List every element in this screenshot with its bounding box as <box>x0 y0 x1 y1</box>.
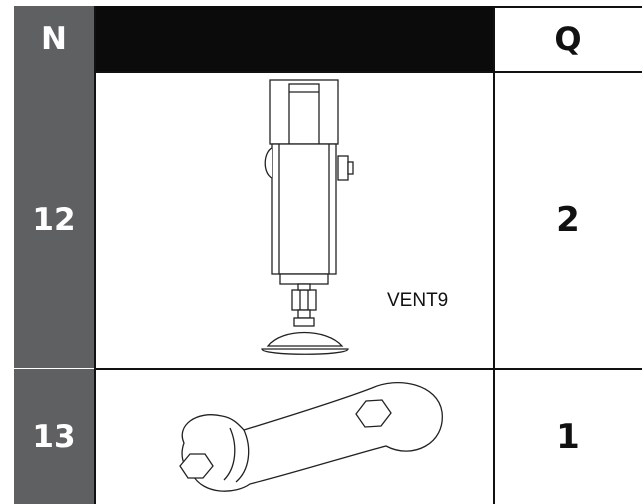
column-divider-right <box>493 6 495 504</box>
top-border <box>494 6 642 8</box>
header-number: N <box>14 6 94 72</box>
row-12-number-cell: 12 <box>14 72 94 368</box>
part-code-label: VENT9 <box>387 290 449 311</box>
row-quantity: 2 <box>556 200 580 240</box>
header-quantity: Q <box>494 6 642 72</box>
row-quantity: 1 <box>556 416 580 457</box>
row-13-number-cell: 13 <box>14 369 94 504</box>
row-divider <box>94 368 642 370</box>
row-number: 12 <box>32 202 76 238</box>
header-quantity-label: Q <box>554 20 582 58</box>
row-13-quantity-cell: 1 <box>494 369 642 504</box>
row-12-quantity-cell: 2 <box>494 72 642 368</box>
header-description-bar <box>94 6 494 72</box>
header-number-label: N <box>41 21 67 57</box>
row-number: 13 <box>32 418 76 455</box>
header-bottom-border <box>94 71 642 73</box>
column-divider-left <box>94 6 96 504</box>
